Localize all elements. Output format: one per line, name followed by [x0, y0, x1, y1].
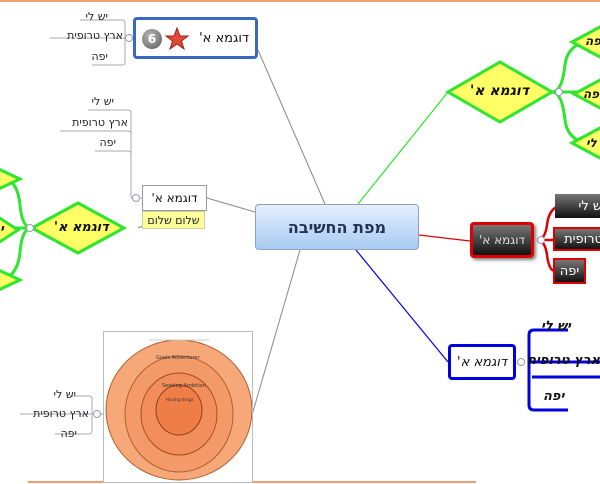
br-branches — [527, 328, 600, 412]
leaf-text: ארץ טרופית — [33, 407, 89, 420]
leaf-text: ארץ טרופית — [72, 116, 128, 129]
tr-partial-diamond-1 — [568, 25, 600, 59]
leaf-text: יפה — [91, 50, 108, 63]
mid-left-note: שלום שלום — [142, 211, 205, 229]
leaf-text: יפה — [543, 389, 565, 404]
leaf-text: ארץ טרופית — [527, 353, 600, 368]
far-left-partial-diamond-1 — [0, 168, 24, 190]
far-left-partial-label: י — [0, 222, 4, 237]
connector-tl — [257, 49, 326, 205]
connector-br — [355, 249, 449, 363]
mid-left-note-text: שלום שלום — [147, 213, 200, 227]
tr-partial-diamond-3 — [568, 126, 600, 160]
leaf-text: יש לי — [578, 198, 600, 214]
top-right-diamond-label: דוגמא א' — [470, 83, 529, 99]
tr-partial-label-2: פה — [583, 87, 600, 101]
mr-leaf-1: יש לי — [555, 194, 600, 218]
expand-collapse-icon[interactable] — [93, 410, 101, 418]
leaf-text: יש לי — [541, 319, 571, 334]
leaf-text: יש לי — [53, 388, 76, 401]
connector-bl — [251, 249, 301, 416]
mid-right-node-label: דוגמא א' — [478, 233, 526, 247]
leaf-text: יפה — [559, 263, 580, 279]
expand-collapse-icon[interactable] — [132, 194, 140, 202]
central-topic-label: מפת החשיבה — [287, 217, 387, 237]
expand-collapse-icon[interactable] — [26, 224, 34, 232]
far-left-partial-diamond-2 — [0, 216, 21, 244]
far-left-diamond-shape[interactable] — [28, 201, 128, 255]
expand-collapse-icon[interactable] — [125, 34, 133, 42]
mid-left-node[interactable]: דוגמא א' — [142, 185, 207, 211]
tr-partial-diamond-2 — [570, 78, 600, 110]
connector-ml — [206, 197, 256, 213]
mid-left-node-label: דוגמא א' — [151, 191, 198, 205]
image-label-inner: Having things — [166, 397, 194, 402]
leaf-text: יש לי — [85, 10, 108, 23]
leaf-text: יפה — [60, 427, 77, 440]
expand-collapse-icon[interactable] — [555, 88, 563, 96]
image-label-middle: Seeking Ambition — [162, 383, 206, 389]
bottom-right-node[interactable]: דוגמא א' — [448, 344, 516, 380]
leaf-text: ארץ טרופית — [67, 29, 123, 42]
connector-tr — [357, 91, 449, 205]
top-left-node[interactable]: 6 דוגמא א' — [133, 17, 258, 59]
concentric-circles-image — [105, 339, 252, 481]
mr-leaf-2: טרופית — [553, 227, 600, 251]
mr-leaf-3: יפה — [553, 258, 586, 284]
leaf-text: יפה — [99, 136, 116, 149]
star-icon — [165, 27, 189, 51]
expand-collapse-icon[interactable] — [537, 236, 545, 244]
image-label-outer: Goals Adventurer — [156, 355, 200, 361]
top-left-node-label: דוגמא א' — [199, 31, 249, 46]
tr-partial-label-1: פה — [585, 34, 600, 48]
leaf-text: יש לי — [91, 95, 114, 108]
bottom-right-node-label: דוגמא א' — [457, 354, 507, 370]
leaf-text: טרופית — [564, 231, 600, 247]
expand-collapse-icon[interactable] — [517, 358, 525, 366]
far-left-partial-diamond-3 — [0, 269, 24, 291]
central-topic[interactable]: מפת החשיבה — [255, 204, 419, 250]
concentric-image-node[interactable]: Goals Adventurer Seeking Ambition Having… — [103, 331, 253, 483]
mid-right-node[interactable]: דוגמא א' — [470, 222, 534, 258]
connector-mr — [418, 234, 471, 242]
far-left-diamond-label: דוגמא א' — [54, 220, 109, 235]
number-six-icon: 6 — [142, 29, 162, 49]
tr-partial-label-3: לי — [586, 136, 597, 150]
